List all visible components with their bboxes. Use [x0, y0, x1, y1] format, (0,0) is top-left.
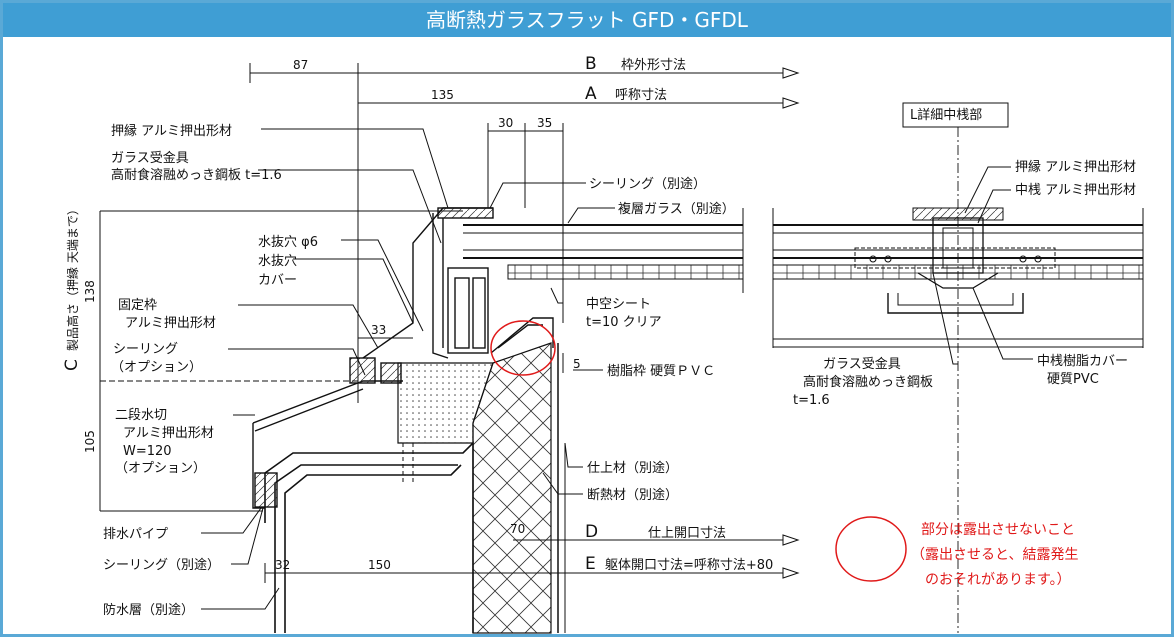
lower-frame-outline [264, 441, 474, 633]
detail-title: L詳細中桟部 [910, 107, 982, 123]
ref-C: C [62, 359, 82, 371]
label-drain-pipe: 排水パイプ [103, 527, 168, 542]
flashing [252, 357, 403, 509]
detail-oshibuchi: 押縁 アルミ押出形材 [1015, 159, 1136, 175]
ref-E: E [585, 554, 596, 574]
label-drain-cover-2: カバー [258, 273, 297, 288]
dim-135: 135 [431, 88, 454, 102]
detail-leaders [932, 166, 1033, 365]
wall-insulation [472, 342, 566, 634]
warning-circle [490, 320, 556, 376]
detail-drawing [772, 102, 1144, 633]
label-fixed-frame-1: 固定枠 [118, 298, 157, 313]
label-flashing-2: アルミ押出形材 [123, 426, 214, 441]
label-sealing-sep: シーリング（別途） [103, 557, 220, 573]
drawing: 87 B 枠外形寸法 135 A 呼称寸法 30 35 33 5 138 105… [62, 54, 1144, 634]
concrete-body [397, 362, 494, 483]
top-dimensions [99, 63, 800, 512]
label-sealing-opt-1: シーリング [113, 342, 178, 357]
dim-87: 87 [293, 58, 308, 72]
label-oshibuchi: 押縁 アルミ押出形材 [111, 123, 232, 139]
dim-33: 33 [371, 323, 386, 337]
detail-mullion: 中桟 アルミ押出形材 [1015, 183, 1136, 198]
ref-A: A [585, 84, 597, 104]
dim-35: 35 [537, 116, 552, 130]
right-leaders [489, 182, 615, 495]
glass-section [463, 208, 744, 293]
dim-5: 5 [573, 357, 581, 371]
label-fixed-frame-2: アルミ押出形材 [125, 316, 216, 331]
detail-holder-1: ガラス受金具 [823, 356, 901, 372]
ref-D: D [585, 522, 598, 542]
label-double-glass: 複層ガラス（別途） [618, 201, 735, 217]
dim-30: 30 [498, 116, 513, 130]
label-waterproof: 防水層（別途） [103, 602, 194, 618]
detail-cover-1: 中桟樹脂カバー [1037, 354, 1128, 369]
label-glass-holder-1: ガラス受金具 [111, 150, 189, 166]
dim-70: 70 [510, 522, 525, 536]
label-drain-cover-1: 水抜穴 [258, 253, 297, 269]
bottom-dimensions [264, 534, 800, 583]
label-resin-frame: 樹脂枠 硬質ＰＶＣ [607, 364, 715, 379]
window-frame [362, 207, 554, 384]
label-sealing-right: シーリング（別途） [589, 176, 706, 192]
label-sealing-opt-2: （オプション） [111, 360, 202, 375]
ref-A-label: 呼称寸法 [615, 88, 667, 103]
dim-150: 150 [368, 558, 391, 572]
label-flashing-1: 二段水切 [115, 408, 167, 423]
note-line1: 部分は露出させないこと [921, 522, 1075, 538]
dim-105: 105 [83, 430, 97, 453]
detail-holder-2: 高耐食溶融めっき鋼板 [803, 374, 933, 390]
ref-B: B [585, 54, 597, 74]
note-line2: （露出させると、結露発生 [911, 547, 1078, 563]
dim-138: 138 [83, 280, 97, 303]
note-circle-icon [835, 516, 907, 582]
ref-B-label: 枠外形寸法 [621, 58, 686, 73]
label-glass-holder-2: 高耐食溶融めっき鋼板 t=1.6 [111, 167, 282, 183]
title-bar: 高断熱ガラスフラット GFD・GFDL [3, 3, 1171, 37]
ref-E-label: 躯体開口寸法=呼称寸法+80 [605, 557, 773, 573]
label-flashing-4: （オプション） [115, 461, 206, 476]
label-hollow-sheet-1: 中空シート [586, 297, 651, 312]
left-leaders [201, 128, 449, 610]
detail-holder-3: t=1.6 [793, 393, 830, 408]
label-flashing-3: W=120 [123, 444, 172, 459]
dim-32: 32 [275, 558, 290, 572]
label-hollow-sheet-2: t=10 クリア [586, 315, 662, 330]
detail-cover-2: 硬質PVC [1047, 372, 1099, 387]
label-drain-hole: 水抜穴 φ6 [258, 234, 318, 250]
label-finish: 仕上材（別途） [587, 460, 678, 476]
note-line3: のおそれがあります。） [925, 572, 1071, 588]
label-insulation: 断熱材（別途） [587, 487, 678, 503]
ref-D-label: 仕上開口寸法 [648, 526, 726, 541]
ref-C-label: 製品高さ（押縁 天端まで） [65, 203, 80, 351]
